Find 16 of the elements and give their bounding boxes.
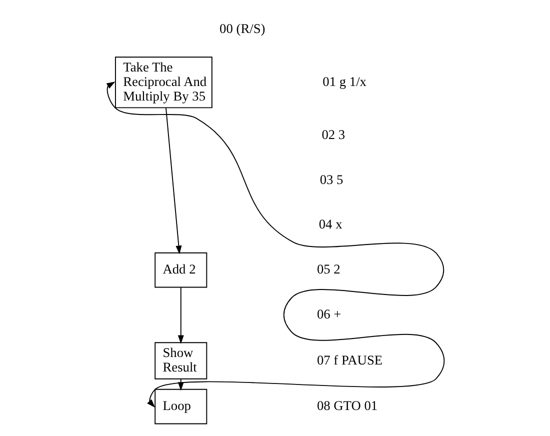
label: 08 GTO 01 xyxy=(316,398,378,414)
node-box: Add 2 xyxy=(154,252,207,288)
label: 02 3 xyxy=(321,126,345,142)
arrow xyxy=(106,82,444,408)
label: 06 + xyxy=(316,306,341,322)
node-box: Show Result xyxy=(154,342,207,380)
label: 07 f PAUSE xyxy=(316,352,382,368)
label: 01 g 1/x xyxy=(322,74,366,89)
label: 03 5 xyxy=(319,172,343,187)
node-box: Loop xyxy=(154,388,207,424)
arrow xyxy=(177,286,184,344)
label: 05 2 xyxy=(316,262,340,277)
label: 00 (R/S) xyxy=(219,20,265,36)
node-box: Take The Reciprocal And Multiply By 35 xyxy=(114,56,212,108)
arrow xyxy=(165,108,182,254)
label: 04 x xyxy=(318,216,342,232)
